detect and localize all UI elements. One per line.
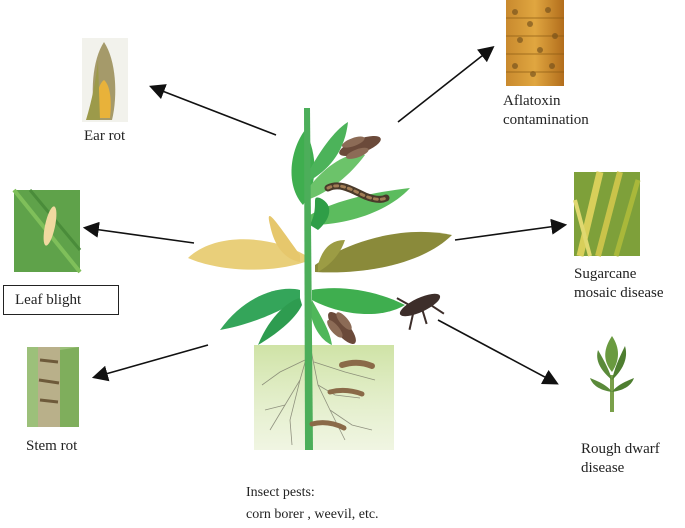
- arrow-leaf-blight: [82, 221, 195, 244]
- label-sugarcane-line2: mosaic disease: [574, 285, 664, 301]
- sugarcane-image: [573, 171, 641, 257]
- label-stem-rot: Stem rot: [26, 438, 78, 454]
- leaf-blight-image: [12, 188, 82, 274]
- insects: [309, 136, 445, 431]
- stem-rot-image: [27, 347, 79, 427]
- label-sugarcane-line1: Sugarcane: [574, 266, 637, 282]
- plant: [188, 108, 452, 450]
- arrow-aflatoxin: [397, 46, 495, 123]
- rough-dwarf-image: [590, 336, 634, 412]
- label-leaf-blight: Leaf blight: [15, 292, 82, 308]
- label-pests-line1: Insect pests:: [246, 485, 315, 500]
- soil-block: [254, 344, 394, 450]
- label-rough-dwarf-line1: Rough dwarf: [581, 441, 660, 457]
- label-aflatoxin-line1: Aflatoxin: [503, 93, 561, 109]
- arrow-sugarcane: [454, 218, 568, 241]
- arrows: [82, 46, 568, 385]
- arrow-rough-dwarf: [437, 319, 559, 385]
- label-ear-rot: Ear rot: [84, 128, 126, 144]
- arrow-stem-rot: [91, 344, 209, 382]
- aflatoxin-image: [506, 0, 564, 86]
- label-aflatoxin-line2: contamination: [503, 112, 589, 128]
- label-pests-line2: corn borer , weevil, etc.: [246, 507, 379, 522]
- label-rough-dwarf-line2: disease: [581, 460, 625, 476]
- leaf-blight-box: Leaf blight: [3, 285, 119, 315]
- arrow-ear-rot: [149, 84, 277, 136]
- ear-rot-image: [82, 38, 128, 122]
